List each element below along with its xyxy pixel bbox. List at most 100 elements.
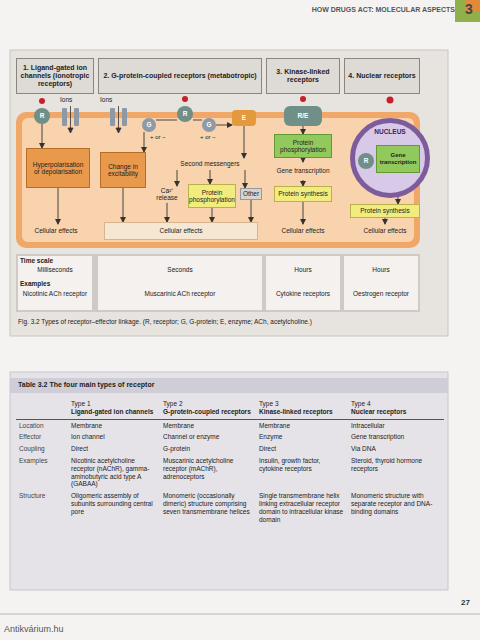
receptor-symbol: R <box>34 108 50 124</box>
label-text: Ions <box>100 96 122 103</box>
connector-arrow <box>212 208 213 222</box>
table-header-text: Kinase-linked receptors <box>259 408 345 416</box>
connector-arrow <box>216 125 232 126</box>
label-text: Milliseconds <box>18 266 92 273</box>
effect-text: Cellular effects <box>350 224 420 238</box>
enzyme-symbol: E <box>232 110 256 126</box>
row-label: Structure <box>16 490 68 525</box>
table-cell: Gene transcription <box>348 431 444 443</box>
connector-arrow <box>58 188 59 224</box>
receptor-table: Type 1Ligand-gated ion channelsType 2G-p… <box>16 398 444 525</box>
node-text: R <box>183 110 188 117</box>
table-title-bar <box>10 378 448 393</box>
node-text: Ca²⁺ release <box>152 187 182 202</box>
node-text: Gene transcription <box>377 152 419 166</box>
process-box: Protein phosphorylation <box>274 134 332 158</box>
node-text: R/E <box>298 112 309 119</box>
table-cell: Steroid, thyroid hormone receptors <box>348 455 444 490</box>
ion-arrow <box>68 106 121 133</box>
table-panel <box>10 372 448 590</box>
connector-arrow <box>193 120 202 121</box>
table-cell: Membrane <box>160 419 256 431</box>
table-cell: Monomeric (occasionally dimeric) structu… <box>160 490 256 525</box>
table-cell: G-protein <box>160 443 256 455</box>
running-head: HOW DRUGS ACT: MOLECULAR ASPECTS <box>250 6 455 14</box>
table-row: ExamplesNicotinic acetylcholine receptor… <box>16 455 444 490</box>
table-cell: Muscarinic acetylcholine receptor (mAChR… <box>160 455 256 490</box>
table-cell: Enzyme <box>256 431 348 443</box>
table-header-cell: Type 1Ligand-gated ion channels <box>68 398 160 419</box>
label-text: Seconds <box>98 266 262 273</box>
header-box: 4. Nuclear receptors <box>344 58 420 94</box>
table-header-text: Type 3 <box>259 400 345 408</box>
table-header-text: Nuclear receptors <box>351 408 441 416</box>
table-cell: Membrane <box>256 419 348 431</box>
row-label: Examples <box>16 455 68 490</box>
table-header-row: Type 1Ligand-gated ion channelsType 2G-p… <box>16 398 444 419</box>
table-cell: Ion channel <box>68 431 160 443</box>
table-row: EffectorIon channelChannel or enzymeEnzy… <box>16 431 444 443</box>
node-text: 4. Nuclear receptors <box>348 72 415 80</box>
label-text: Muscarinic ACh receptor <box>98 290 262 297</box>
page-edge <box>0 614 480 615</box>
node-text: 1. Ligand-gated ion channels (ionotropic… <box>19 64 91 88</box>
connector-arrow <box>156 120 177 121</box>
table-cell: Oligomeric assembly of subunits surround… <box>68 490 160 525</box>
table-header-text: Ligand-gated ion channels <box>71 408 157 416</box>
connector-arrow <box>210 170 211 184</box>
header-box: 3. Kinase-linked receptors <box>266 58 340 94</box>
table-cell: Nicotinic acetylcholine receptor (nAChR)… <box>68 455 160 490</box>
time-band <box>16 254 420 312</box>
table-header-cell: Type 4Nuclear receptors <box>348 398 444 419</box>
connector-arrow <box>177 170 178 186</box>
table-header-cell: Type 3Kinase-linked receptors <box>256 398 348 419</box>
receptor-symbol: R <box>177 106 193 122</box>
table-cell: Via DNA <box>348 443 444 455</box>
connector-arrow <box>144 132 145 152</box>
receptor-symbol: R/E <box>284 106 322 126</box>
table-header-text: Type 2 <box>163 400 253 408</box>
node-text: G <box>206 121 211 128</box>
effect-text: Gene transcription <box>274 162 332 180</box>
connector-arrow <box>251 200 252 222</box>
node-text: G <box>146 121 151 128</box>
time-cell <box>18 256 418 310</box>
node-text: Protein phosphorylation <box>189 189 235 204</box>
connector-arrow <box>303 202 304 224</box>
node-text: Gene transcription <box>276 167 329 174</box>
table-row: StructureOligomeric assembly of subunits… <box>16 490 444 525</box>
process-box: Protein synthesis <box>350 204 420 218</box>
table-title: Table 3.2 The four main types of recepto… <box>18 381 378 389</box>
label-text: + or − <box>150 134 174 141</box>
table-header-text: Type 4 <box>351 400 441 408</box>
node-text: R <box>364 157 369 164</box>
node-text: Cellular effects <box>35 227 78 234</box>
nucleus-circle: NUCLEUSRGene transcription <box>350 118 430 198</box>
connector-arrow <box>244 126 245 158</box>
label-text: Nicotinic ACh receptor <box>18 290 92 297</box>
node-text: Cellular effects <box>364 227 407 234</box>
process-box: Other <box>240 188 262 200</box>
table-cell: Single transmembrane helix linking extra… <box>256 490 348 525</box>
process-box: Protein synthesis <box>274 186 332 202</box>
row-label: Coupling <box>16 443 68 455</box>
effect-text: Cellular effects <box>20 224 92 238</box>
table-cell: Membrane <box>68 419 160 431</box>
table-header-text: Type 1 <box>71 400 157 408</box>
header-box: 1. Ligand-gated ion channels (ionotropic… <box>16 58 94 94</box>
table-header-cell: Type 2G-protein-coupled receptors <box>160 398 256 419</box>
label-text: + or − <box>200 134 226 141</box>
process-box: Change in excitability <box>100 152 146 188</box>
effect-text: Second messengers <box>170 158 250 170</box>
table-cell <box>16 398 68 419</box>
label-text: Hours <box>266 266 340 273</box>
running-head: 3 <box>461 1 477 17</box>
connector-arrow <box>303 158 304 162</box>
label-text: Time scale <box>20 257 90 264</box>
connector-arrow <box>385 218 386 224</box>
connector-arrow <box>303 126 304 134</box>
figure-panel <box>10 50 448 336</box>
node-text: Protein phosphorylation <box>277 139 329 154</box>
node-text: Second messengers <box>180 160 239 167</box>
label-text: Cytokine receptors <box>266 290 340 297</box>
